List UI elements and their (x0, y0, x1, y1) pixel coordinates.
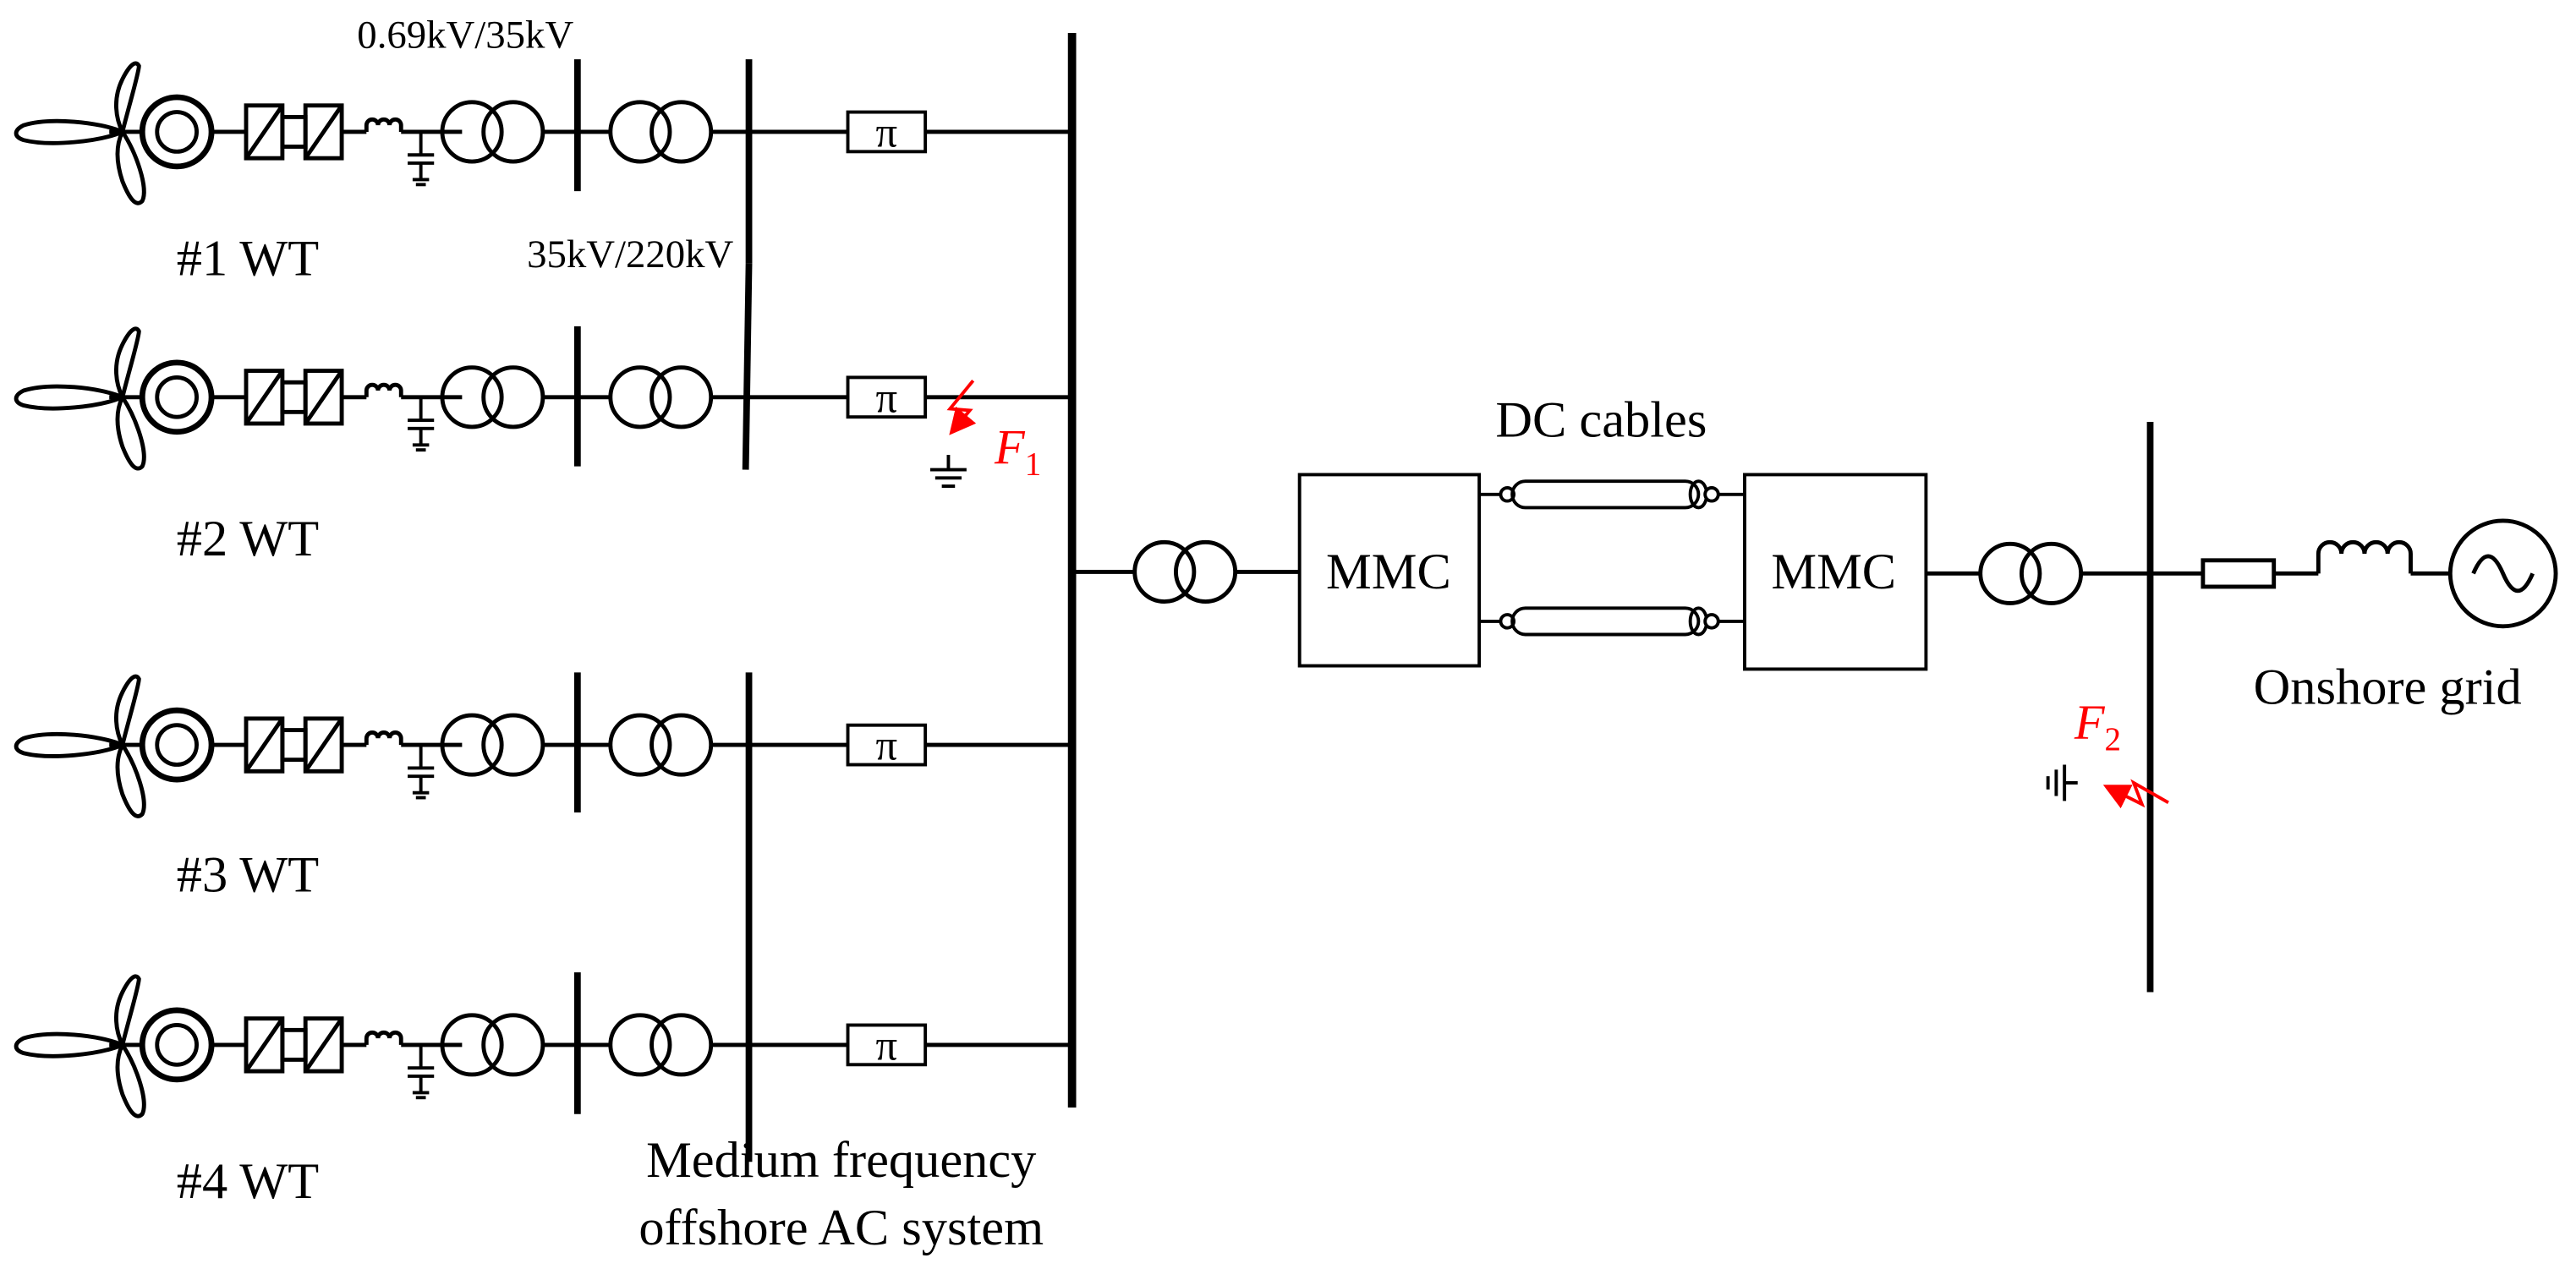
transformer-icon (608, 1013, 714, 1077)
pi-section-box: π (846, 108, 928, 156)
fault-f2-marker (2046, 764, 2169, 809)
converter-icon (244, 1016, 344, 1074)
onshore-grid-label: Onshore grid (2254, 659, 2522, 715)
wind-turbine-icon (14, 326, 146, 471)
pi-section-label: π (876, 108, 898, 156)
mmc-left: MMC (1297, 473, 1482, 668)
mmc-right-label: MMC (1771, 544, 1896, 600)
inductor-icon (364, 117, 403, 132)
converter-icon (244, 716, 344, 774)
generator-icon (139, 1007, 215, 1083)
fault-f1-marker (929, 380, 977, 489)
generator-icon (139, 359, 215, 435)
inductor-icon (364, 730, 403, 746)
transformer-icon (608, 365, 714, 429)
onshore-transformer (1926, 541, 2151, 605)
capacitor-icon (408, 131, 435, 187)
pi-section-box: π (846, 722, 928, 769)
generator-icon (139, 707, 215, 783)
offshore-transformer (1072, 539, 1300, 604)
transformer-ratio-label-1: 0.69kV/35kV (357, 14, 573, 57)
turbine-strings: π #1 WT π #2 WT π #3 WT π #4 WT (14, 59, 1072, 1210)
pi-section-box: π (846, 374, 928, 421)
ac-source-icon (2447, 518, 2558, 629)
wind-turbine-icon (14, 674, 146, 818)
turbine-string: π (14, 59, 1072, 205)
pi-section-label: π (876, 722, 898, 769)
transformer-icon (608, 713, 714, 777)
capacitor-icon (408, 1044, 435, 1100)
turbine-label: #4 WT (177, 1153, 319, 1210)
converter-icon (244, 369, 344, 426)
turbine-string: π (14, 972, 1072, 1119)
capacitor-icon (408, 745, 435, 800)
pi-section-label: π (876, 1021, 898, 1069)
turbine-string: π (14, 672, 1072, 818)
fault-f2-label: F2 (2074, 694, 2121, 758)
onshore-grid-impedance (2150, 539, 2451, 589)
generator-icon (139, 94, 215, 170)
collector-bus-upper (742, 59, 753, 470)
inductor-icon (364, 1030, 403, 1045)
wind-turbine-icon (14, 61, 146, 205)
capacitor-icon (408, 397, 435, 452)
transformer-ratio-label-2: 35kV/220kV (527, 232, 733, 276)
turbine-label: #3 WT (177, 847, 319, 904)
turbine-label: #1 WT (177, 231, 319, 287)
wind-turbine-icon (14, 974, 146, 1119)
ac-system-caption-line1: Medium frequency (646, 1132, 1036, 1189)
dc-cables (1479, 479, 1745, 637)
fault-f1-label: F1 (994, 419, 1041, 483)
mmc-right: MMC (1743, 473, 1928, 671)
dc-cables-label: DC cables (1495, 392, 1707, 449)
turbine-label: #2 WT (177, 511, 319, 567)
transformer-icon (608, 100, 714, 164)
turbine-string: π (14, 325, 1072, 471)
ac-system-caption-line2: offshore AC system (639, 1200, 1044, 1256)
pi-section-box: π (846, 1021, 928, 1069)
converter-icon (244, 103, 344, 161)
inductor-icon (364, 382, 403, 397)
pi-section-label: π (876, 374, 898, 421)
mmc-left-label: MMC (1326, 544, 1451, 600)
